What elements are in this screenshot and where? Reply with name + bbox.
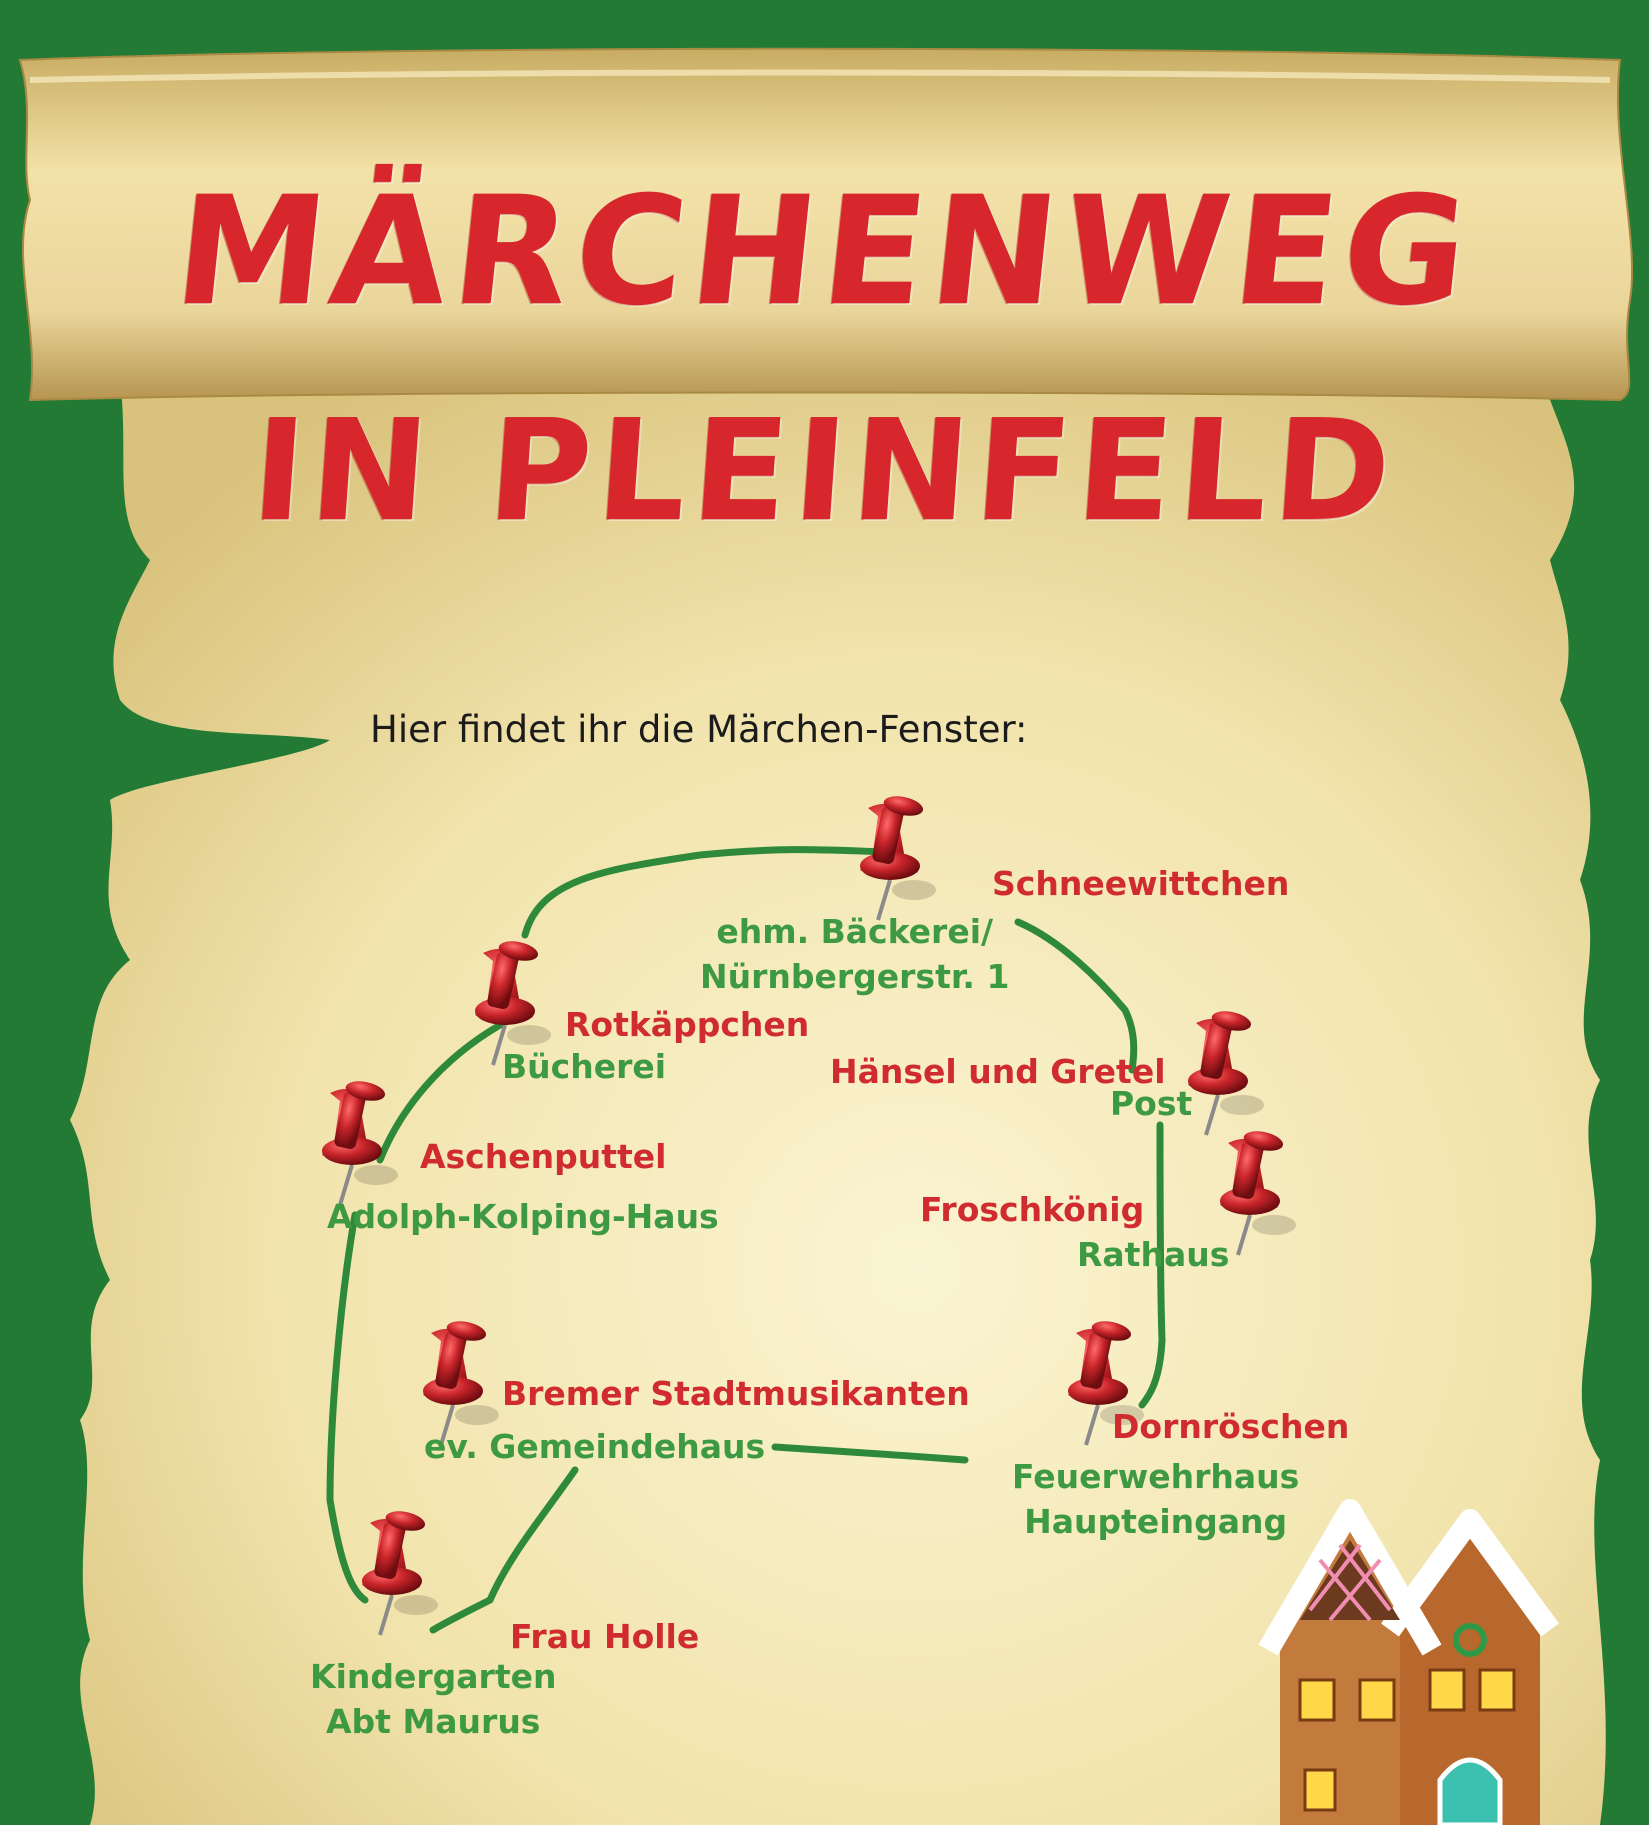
tale-label: Dornröschen xyxy=(1112,1407,1350,1446)
intro-text: Hier findet ihr die Märchen-Fenster: xyxy=(370,708,1028,751)
gingerbread-house-icon xyxy=(1258,1499,1559,1825)
tale-label: Rotkäppchen xyxy=(565,1005,810,1044)
place-label: ehm. Bäckerei/ Nürnbergerstr. 1 xyxy=(700,912,1010,996)
tale-label: Aschenputtel xyxy=(420,1137,667,1176)
tale-label: Schneewittchen xyxy=(992,864,1290,903)
route-path xyxy=(326,846,1166,1634)
place-label: Rathaus xyxy=(1077,1235,1230,1274)
place-label: Post xyxy=(1110,1084,1193,1123)
place-label: ev. Gemeindehaus xyxy=(424,1427,766,1466)
title-line-2: IN PLEINFELD xyxy=(247,390,1402,553)
place-label: Adolph-Kolping-Haus xyxy=(327,1197,719,1236)
place-label: Bücherei xyxy=(502,1047,667,1086)
scroll-banner xyxy=(18,47,1634,402)
tale-label: Frau Holle xyxy=(510,1617,700,1656)
place-label: Feuerwehrhaus Haupteingang xyxy=(1012,1457,1300,1541)
tale-label: Froschkönig xyxy=(920,1190,1145,1229)
parchment xyxy=(70,359,1606,1825)
tale-label: Hänsel und Gretel xyxy=(830,1052,1166,1091)
place-label: Kindergarten Abt Maurus xyxy=(310,1657,557,1741)
title-line-1: MÄRCHENWEG xyxy=(167,165,1482,339)
tale-label: Bremer Stadtmusikanten xyxy=(502,1374,970,1413)
